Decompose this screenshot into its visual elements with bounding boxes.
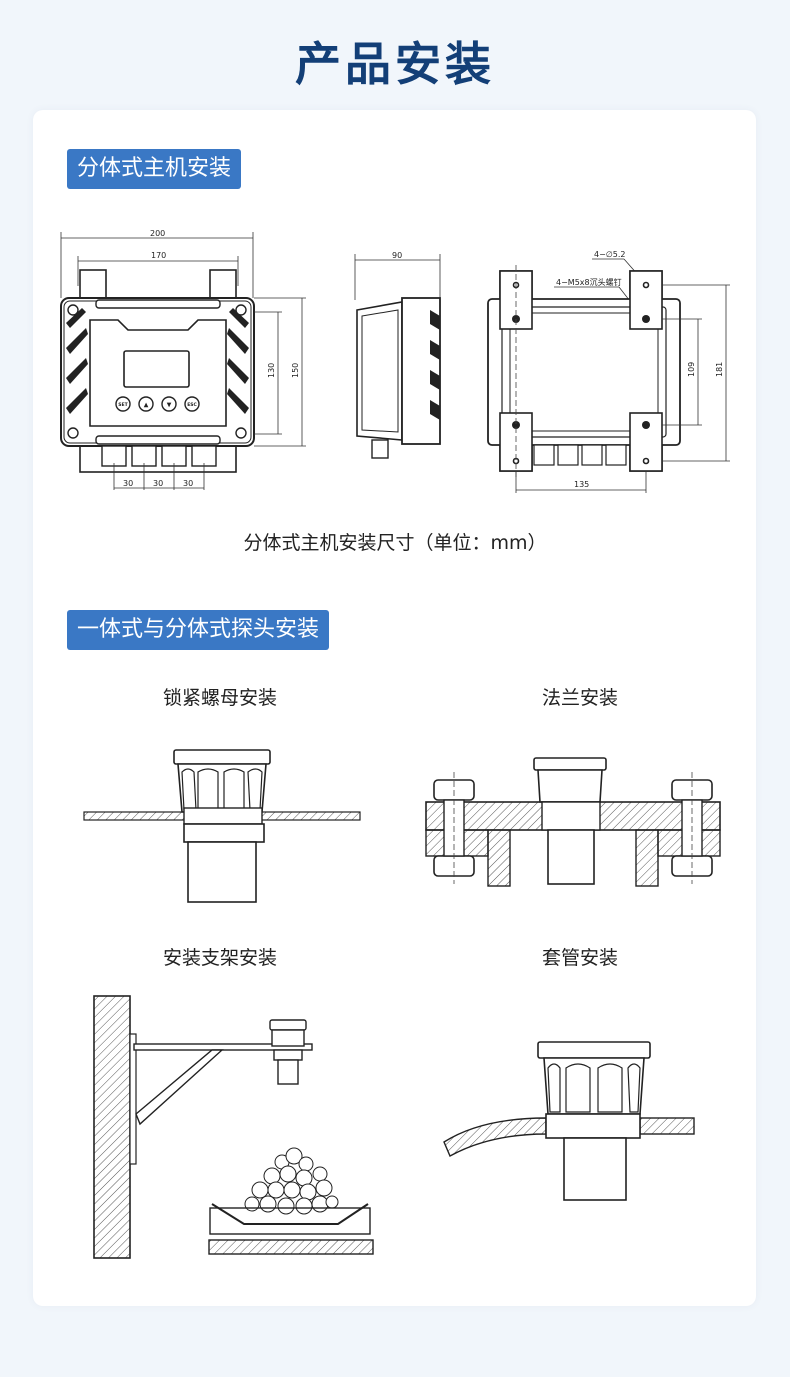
label-sleeve: 套管安装 [541,947,618,969]
flange-diagram [425,757,721,887]
dim-90: 90 [392,251,402,260]
down-button-label: ▼ [167,402,172,409]
dim-181: 181 [715,362,724,377]
dim-30-c: 30 [183,479,193,488]
dim-30-a: 30 [123,479,133,488]
set-button-label: SET [118,402,128,408]
up-button-label: ▲ [144,402,149,409]
screw-spec-label: 4−M5x8沉头螺钉 [556,277,622,287]
host-back-diagram: 4−∅5.2 4−M5x8沉头螺钉 181 109 135 [487,250,730,493]
lock-nut-diagram [83,749,361,903]
host-side-diagram: 90 [354,251,441,459]
hole-spec-label: 4−∅5.2 [594,250,625,259]
bracket-diagram [93,995,374,1259]
esc-button-label: ESC [187,402,197,408]
sleeve-diagram [443,1041,695,1201]
label-lock-nut: 锁紧螺母安装 [162,687,277,709]
section1-caption: 分体式主机安装尺寸（单位：mm） [243,532,547,554]
dim-135: 135 [574,480,589,489]
label-flange: 法兰安装 [541,687,618,709]
dim-170: 170 [151,251,166,260]
dim-130: 130 [267,363,276,378]
host-front-diagram: 200 170 SET ▲ ▼ ESC 130 150 [60,229,306,490]
dim-109: 109 [687,362,696,377]
section-tag-probe: 一体式与分体式探头安装 [67,610,330,650]
page-title: 产品安装 [295,37,495,91]
dim-30-b: 30 [153,479,163,488]
section-tag-split-host: 分体式主机安装 [67,149,242,189]
dim-200: 200 [150,229,165,238]
label-bracket: 安装支架安装 [162,947,277,969]
dim-150: 150 [291,363,300,378]
